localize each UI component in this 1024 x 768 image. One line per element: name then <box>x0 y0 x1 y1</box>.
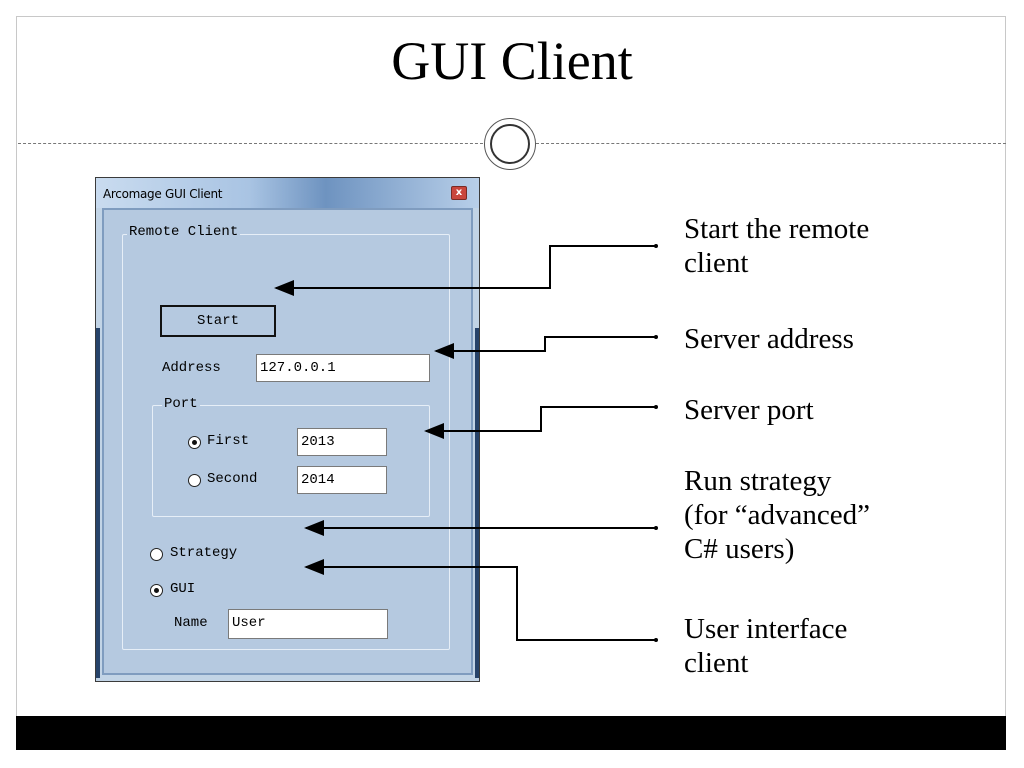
connector-address <box>434 336 655 359</box>
ornament-ring-icon <box>484 118 536 170</box>
window-border-left <box>96 328 100 678</box>
callout-start-line2: client <box>684 247 749 279</box>
strategy-radio[interactable] <box>150 548 163 561</box>
port-first-label: First <box>207 433 250 449</box>
gui-label: GUI <box>170 581 196 597</box>
port-first-input[interactable]: 2013 <box>297 428 387 456</box>
callout-gui: User interface client <box>684 612 847 680</box>
address-input[interactable]: 127.0.0.1 <box>256 354 430 382</box>
port-second-label: Second <box>207 471 258 487</box>
window-client-area: Remote Client Start Address 127.0.0.1 Po… <box>102 208 473 675</box>
connector-port <box>424 406 655 439</box>
app-window: Arcomage GUI Client x Remote Client Star… <box>95 177 480 682</box>
remote-client-group <box>122 234 450 650</box>
close-button[interactable]: x <box>451 186 467 200</box>
address-label: Address <box>162 360 221 376</box>
connector-start-dot <box>654 244 658 248</box>
port-second-radio[interactable] <box>188 474 201 487</box>
title-divider-right <box>536 143 1006 144</box>
name-label: Name <box>174 615 208 631</box>
slide-title: GUI Client <box>391 31 633 91</box>
title-divider-left <box>18 143 488 144</box>
port-group <box>152 405 430 517</box>
connector-strategy-dot <box>654 526 658 530</box>
connector-gui <box>304 559 655 641</box>
callout-address: Server address <box>684 323 854 355</box>
window-title: Arcomage GUI Client <box>103 187 223 201</box>
callout-strategy-line3: C# users) <box>684 533 795 565</box>
connector-start <box>274 245 655 296</box>
strategy-label: Strategy <box>170 545 238 561</box>
window-border-right <box>475 328 479 678</box>
connector-port-dot <box>654 405 658 409</box>
connector-address-dot <box>654 335 658 339</box>
start-button[interactable]: Start <box>160 305 276 337</box>
ornament-ring-inner <box>490 124 530 164</box>
callout-gui-line2: client <box>684 647 749 679</box>
port-group-label: Port <box>162 396 200 412</box>
callout-strategy-line2: (for “advanced” <box>684 499 870 531</box>
callout-start: Start the remote client <box>684 212 869 280</box>
window-titlebar[interactable]: Arcomage GUI Client x <box>96 178 479 208</box>
callout-gui-line1: User interface <box>684 613 848 645</box>
callout-strategy: Run strategy (for “advanced” C# users) <box>684 464 870 566</box>
slide-footer-bar <box>16 716 1006 750</box>
callout-strategy-line1: Run strategy <box>684 465 832 497</box>
connector-gui-dot <box>654 638 658 642</box>
gui-radio[interactable] <box>150 584 163 597</box>
callout-port: Server port <box>684 394 814 426</box>
remote-client-group-label: Remote Client <box>127 224 241 240</box>
name-input[interactable]: User <box>228 609 388 639</box>
port-second-input[interactable]: 2014 <box>297 466 387 494</box>
port-first-radio[interactable] <box>188 436 201 449</box>
callout-start-line1: Start the remote <box>684 213 870 245</box>
